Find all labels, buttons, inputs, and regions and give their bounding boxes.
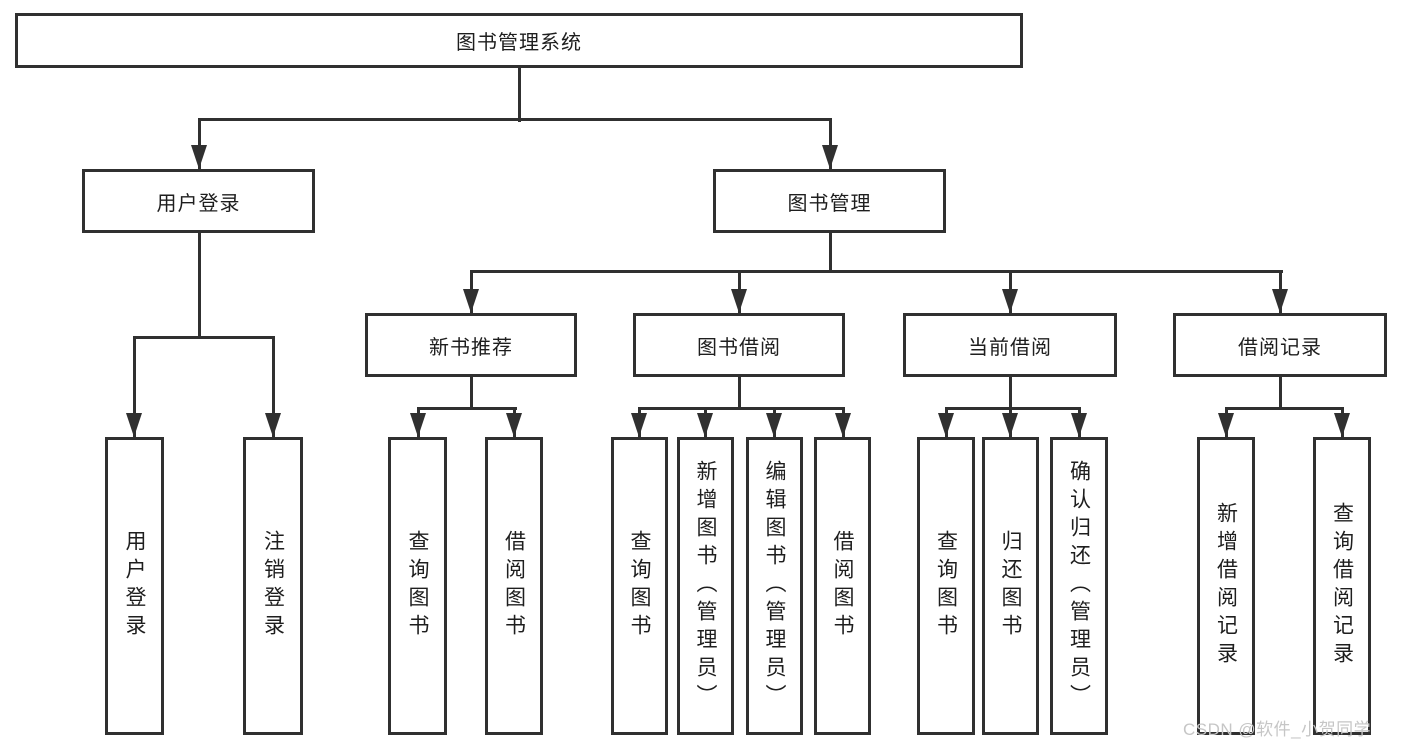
leaf-bb-query-books-label: 查询图书 (628, 530, 651, 642)
leaf-bb-edit-books-admin: 编辑图书（管理员） (746, 437, 803, 735)
connector-new-book-stub (469, 377, 473, 410)
node-book-management-label: 图书管理 (787, 192, 872, 215)
leaf-nbr-borrow-books: 借阅图书 (485, 437, 543, 735)
arrowhead-down-icon (1002, 413, 1018, 437)
connector-level3-rail (469, 269, 1283, 273)
arrowhead-down-icon (697, 413, 713, 437)
arrowhead-down-icon (731, 289, 747, 313)
connector-shaft (132, 335, 136, 437)
node-current-borrow-label: 当前借阅 (968, 336, 1052, 359)
arrowhead-down-icon (410, 413, 426, 437)
node-user-login-label: 用户登录 (156, 192, 241, 215)
connector-user-login-stub (197, 233, 201, 339)
arrowhead-down-icon (506, 413, 522, 437)
leaf-nbr-query-books: 查询图书 (388, 437, 447, 735)
arrowhead-down-icon (766, 413, 782, 437)
leaf-br-add-borrow-record-label: 新增借阅记录 (1214, 502, 1238, 670)
leaf-user-login-label: 用户登录 (123, 530, 146, 642)
arrowhead-down-icon (126, 413, 142, 437)
arrowhead-down-icon (1071, 413, 1087, 437)
arrowhead-down-icon (463, 289, 479, 313)
arrowhead-down-icon (1218, 413, 1234, 437)
node-root-label: 图书管理系统 (456, 32, 582, 54)
leaf-bb-edit-books-admin-label: 编辑图书（管理员） (763, 460, 786, 712)
leaf-bb-borrow-books-label: 借阅图书 (831, 530, 854, 642)
arrowhead-down-icon (938, 413, 954, 437)
node-book-borrow-label: 图书借阅 (697, 336, 781, 359)
connector-shaft (271, 335, 275, 437)
connector-root-stub (517, 68, 521, 122)
arrowhead-down-icon (191, 145, 207, 169)
node-root: 图书管理系统 (15, 13, 1023, 68)
leaf-br-query-borrow-record: 查询借阅记录 (1313, 437, 1371, 735)
leaf-br-add-borrow-record: 新增借阅记录 (1197, 437, 1255, 735)
connector-borrow-record-rail (1224, 406, 1344, 410)
connector-current-borrow-rail (944, 406, 1081, 410)
leaf-bb-add-books-admin: 新增图书（管理员） (677, 437, 734, 735)
node-book-management: 图书管理 (713, 169, 946, 233)
leaf-bb-add-books-admin-label: 新增图书（管理员） (694, 460, 717, 712)
arrowhead-down-icon (1334, 413, 1350, 437)
node-current-borrow: 当前借阅 (903, 313, 1117, 377)
leaf-bb-borrow-books: 借阅图书 (814, 437, 871, 735)
node-new-book-recommend: 新书推荐 (365, 313, 577, 377)
leaf-bb-query-books: 查询图书 (611, 437, 668, 735)
connector-book-management-stub (828, 233, 832, 273)
node-borrow-record-label: 借阅记录 (1238, 336, 1322, 359)
leaf-cb-query-books: 查询图书 (917, 437, 975, 735)
leaf-cb-confirm-return-admin-label: 确认归还（管理员） (1067, 460, 1091, 712)
arrowhead-down-icon (265, 413, 281, 437)
leaf-cb-return-books-label: 归还图书 (999, 530, 1022, 642)
connector-user-login-rail (132, 335, 275, 339)
node-user-login: 用户登录 (82, 169, 315, 233)
connector-level2-rail (197, 117, 832, 121)
csdn-watermark: CSDN @软件_小贺同学 (1183, 720, 1372, 739)
connector-shaft (197, 117, 201, 170)
leaf-nbr-query-books-label: 查询图书 (406, 530, 429, 642)
leaf-user-login: 用户登录 (105, 437, 164, 735)
leaf-cb-confirm-return-admin: 确认归还（管理员） (1050, 437, 1108, 735)
leaf-nbr-borrow-books-label: 借阅图书 (502, 530, 526, 642)
connector-current-borrow-stub (1008, 377, 1012, 410)
arrowhead-down-icon (631, 413, 647, 437)
node-new-book-recommend-label: 新书推荐 (429, 336, 513, 359)
leaf-logout-label: 注销登录 (261, 530, 285, 642)
connector-new-book-rail (416, 406, 517, 410)
arrowhead-down-icon (835, 413, 851, 437)
arrowhead-down-icon (1002, 289, 1018, 313)
connector-book-borrow-stub (737, 377, 741, 410)
node-book-borrow: 图书借阅 (633, 313, 845, 377)
node-borrow-record: 借阅记录 (1173, 313, 1387, 377)
arrowhead-down-icon (1272, 289, 1288, 313)
leaf-br-query-borrow-record-label: 查询借阅记录 (1330, 502, 1354, 670)
connector-borrow-record-stub (1278, 377, 1282, 410)
connector-shaft (828, 117, 832, 170)
leaf-cb-return-books: 归还图书 (982, 437, 1039, 735)
leaf-cb-query-books-label: 查询图书 (934, 530, 958, 642)
leaf-logout: 注销登录 (243, 437, 303, 735)
arrowhead-down-icon (822, 145, 838, 169)
connector-book-borrow-rail (637, 406, 845, 410)
